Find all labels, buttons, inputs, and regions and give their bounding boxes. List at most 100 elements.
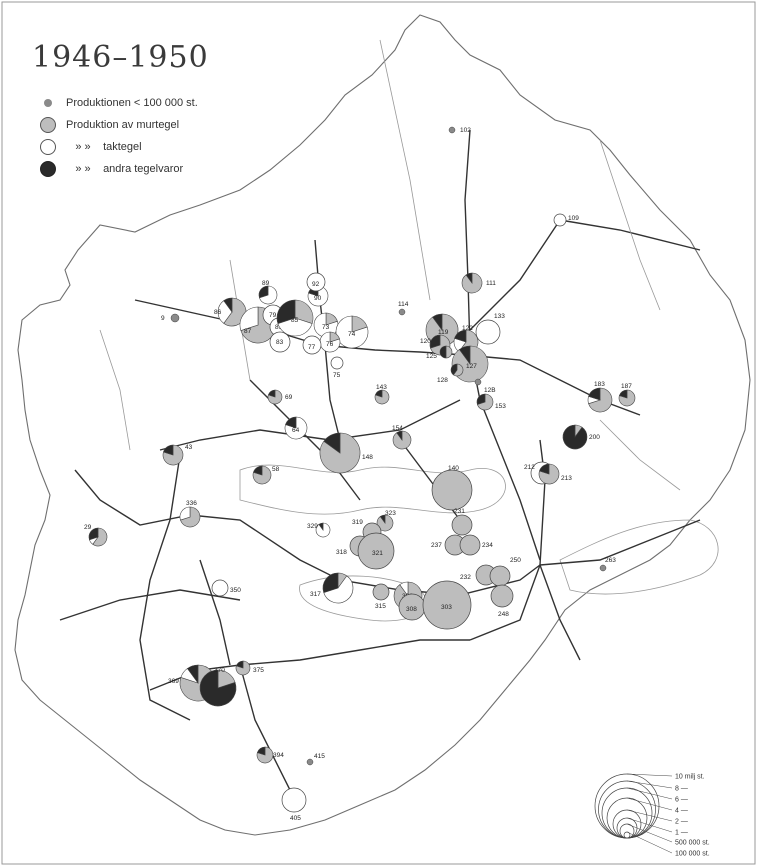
production-site: 73 <box>313 312 339 338</box>
site-label: 127 <box>466 363 477 370</box>
production-site: 303 <box>422 580 472 630</box>
production-site: 415 <box>306 753 325 766</box>
site-pie-slice <box>267 389 276 398</box>
site-label: 319 <box>352 519 363 526</box>
site-label: 120 <box>420 338 431 345</box>
site-pie-slice <box>399 581 409 597</box>
scale-label: 1 — <box>675 830 688 837</box>
site-label: 64 <box>292 427 300 434</box>
production-site: 308 <box>398 593 426 621</box>
site-label: 114 <box>398 301 409 308</box>
site-label: 248 <box>498 611 509 618</box>
site-label: 329 <box>307 523 318 530</box>
scale-leader <box>626 817 673 833</box>
site-pie-slice <box>490 584 514 608</box>
site-pie-slice <box>163 444 174 456</box>
site-label: 75 <box>333 372 341 379</box>
site-pie-slice <box>374 389 383 398</box>
scale-legend: 10 milj st.8 —6 —4 —2 —1 —500 000 st.100… <box>594 773 710 858</box>
production-site: 9 <box>161 313 180 323</box>
site-pie-slice <box>553 213 567 227</box>
site-label: 212 <box>524 464 535 471</box>
site-pie-slice <box>211 579 229 597</box>
site-pie-slice <box>562 424 588 450</box>
production-site: 370 <box>199 667 237 707</box>
site-label: 79 <box>269 312 277 319</box>
site-label: 318 <box>336 549 347 556</box>
production-site: 263 <box>599 557 616 572</box>
site-pie-slice <box>357 532 395 570</box>
site-label: 143 <box>376 384 387 391</box>
production-site: 74 <box>335 315 369 349</box>
production-site: 125 <box>426 345 453 360</box>
production-site: 315 <box>372 583 390 610</box>
site-pie-slice <box>372 583 390 601</box>
site-label: 183 <box>594 381 605 388</box>
site-pie-slice <box>475 319 501 345</box>
site-label: 317 <box>310 591 321 598</box>
taktegel-icon <box>40 139 56 155</box>
site-pie-slice <box>459 345 471 365</box>
site-label: 415 <box>314 753 325 760</box>
site-label: 125 <box>426 353 437 360</box>
site-label: 394 <box>273 752 284 759</box>
site-label: 187 <box>621 383 632 390</box>
site-pie-slice <box>323 575 354 604</box>
production-site: 234 <box>459 534 493 556</box>
site-pie-slice <box>330 356 344 370</box>
site-label: 29 <box>84 524 92 531</box>
site-label: 148 <box>362 454 373 461</box>
murtegel-icon <box>40 117 56 133</box>
site-pie-slice <box>276 299 296 324</box>
site-label: 86 <box>214 309 222 316</box>
production-site: 43 <box>162 444 193 466</box>
production-site: 321 <box>357 532 395 570</box>
site-label: 83 <box>276 339 284 346</box>
site-pie-slice <box>199 669 237 707</box>
production-site: 89 <box>258 280 278 305</box>
site-label: 303 <box>441 604 452 611</box>
site-pie-slice <box>318 522 324 531</box>
site-pie-slice <box>257 746 266 756</box>
scale-label: 6 — <box>675 797 688 804</box>
scale-leader <box>626 780 673 789</box>
site-pie-slice <box>453 363 464 377</box>
site-label: 119 <box>438 329 449 336</box>
site-pie-slice <box>256 746 274 764</box>
site-label: 140 <box>448 465 459 472</box>
ditto-mark: » » <box>75 163 91 175</box>
production-site: 323 <box>376 510 396 532</box>
site-label: 12B <box>484 387 496 394</box>
small-site-marker <box>398 308 406 316</box>
site-label: 58 <box>272 466 280 473</box>
legend-label-andra: andra tegelvaror <box>103 163 184 175</box>
production-site: 77 <box>302 335 322 355</box>
site-pie-slice <box>223 297 233 313</box>
site-pie-slice <box>465 272 473 284</box>
production-site: 248 <box>490 584 514 618</box>
site-label: 76 <box>326 341 334 348</box>
site-label: 321 <box>372 550 383 557</box>
scale-circle <box>594 773 660 839</box>
site-pie-slice <box>235 660 244 669</box>
legend-text-taktegel: » » taktegel <box>66 141 141 153</box>
scale-circle <box>601 787 653 839</box>
site-label: 370 <box>214 667 225 674</box>
production-site: 231 <box>451 508 473 536</box>
production-site: 187 <box>618 383 636 407</box>
site-label: 200 <box>589 434 600 441</box>
site-label: 213 <box>561 475 572 482</box>
site-label: 405 <box>290 815 301 822</box>
site-label: 9 <box>161 315 165 322</box>
production-site: 140 <box>431 465 473 511</box>
production-site: 317 <box>310 572 354 604</box>
site-label: 250 <box>510 557 521 564</box>
site-pie-slice <box>294 299 314 324</box>
site-label: 74 <box>348 331 356 338</box>
site-pie-slice <box>258 285 269 299</box>
site-pie-slice <box>88 527 99 541</box>
map-title: 1946–1950 <box>32 40 209 75</box>
site-pie-slice <box>459 534 481 556</box>
andra-tegelvaror-icon <box>40 161 56 177</box>
